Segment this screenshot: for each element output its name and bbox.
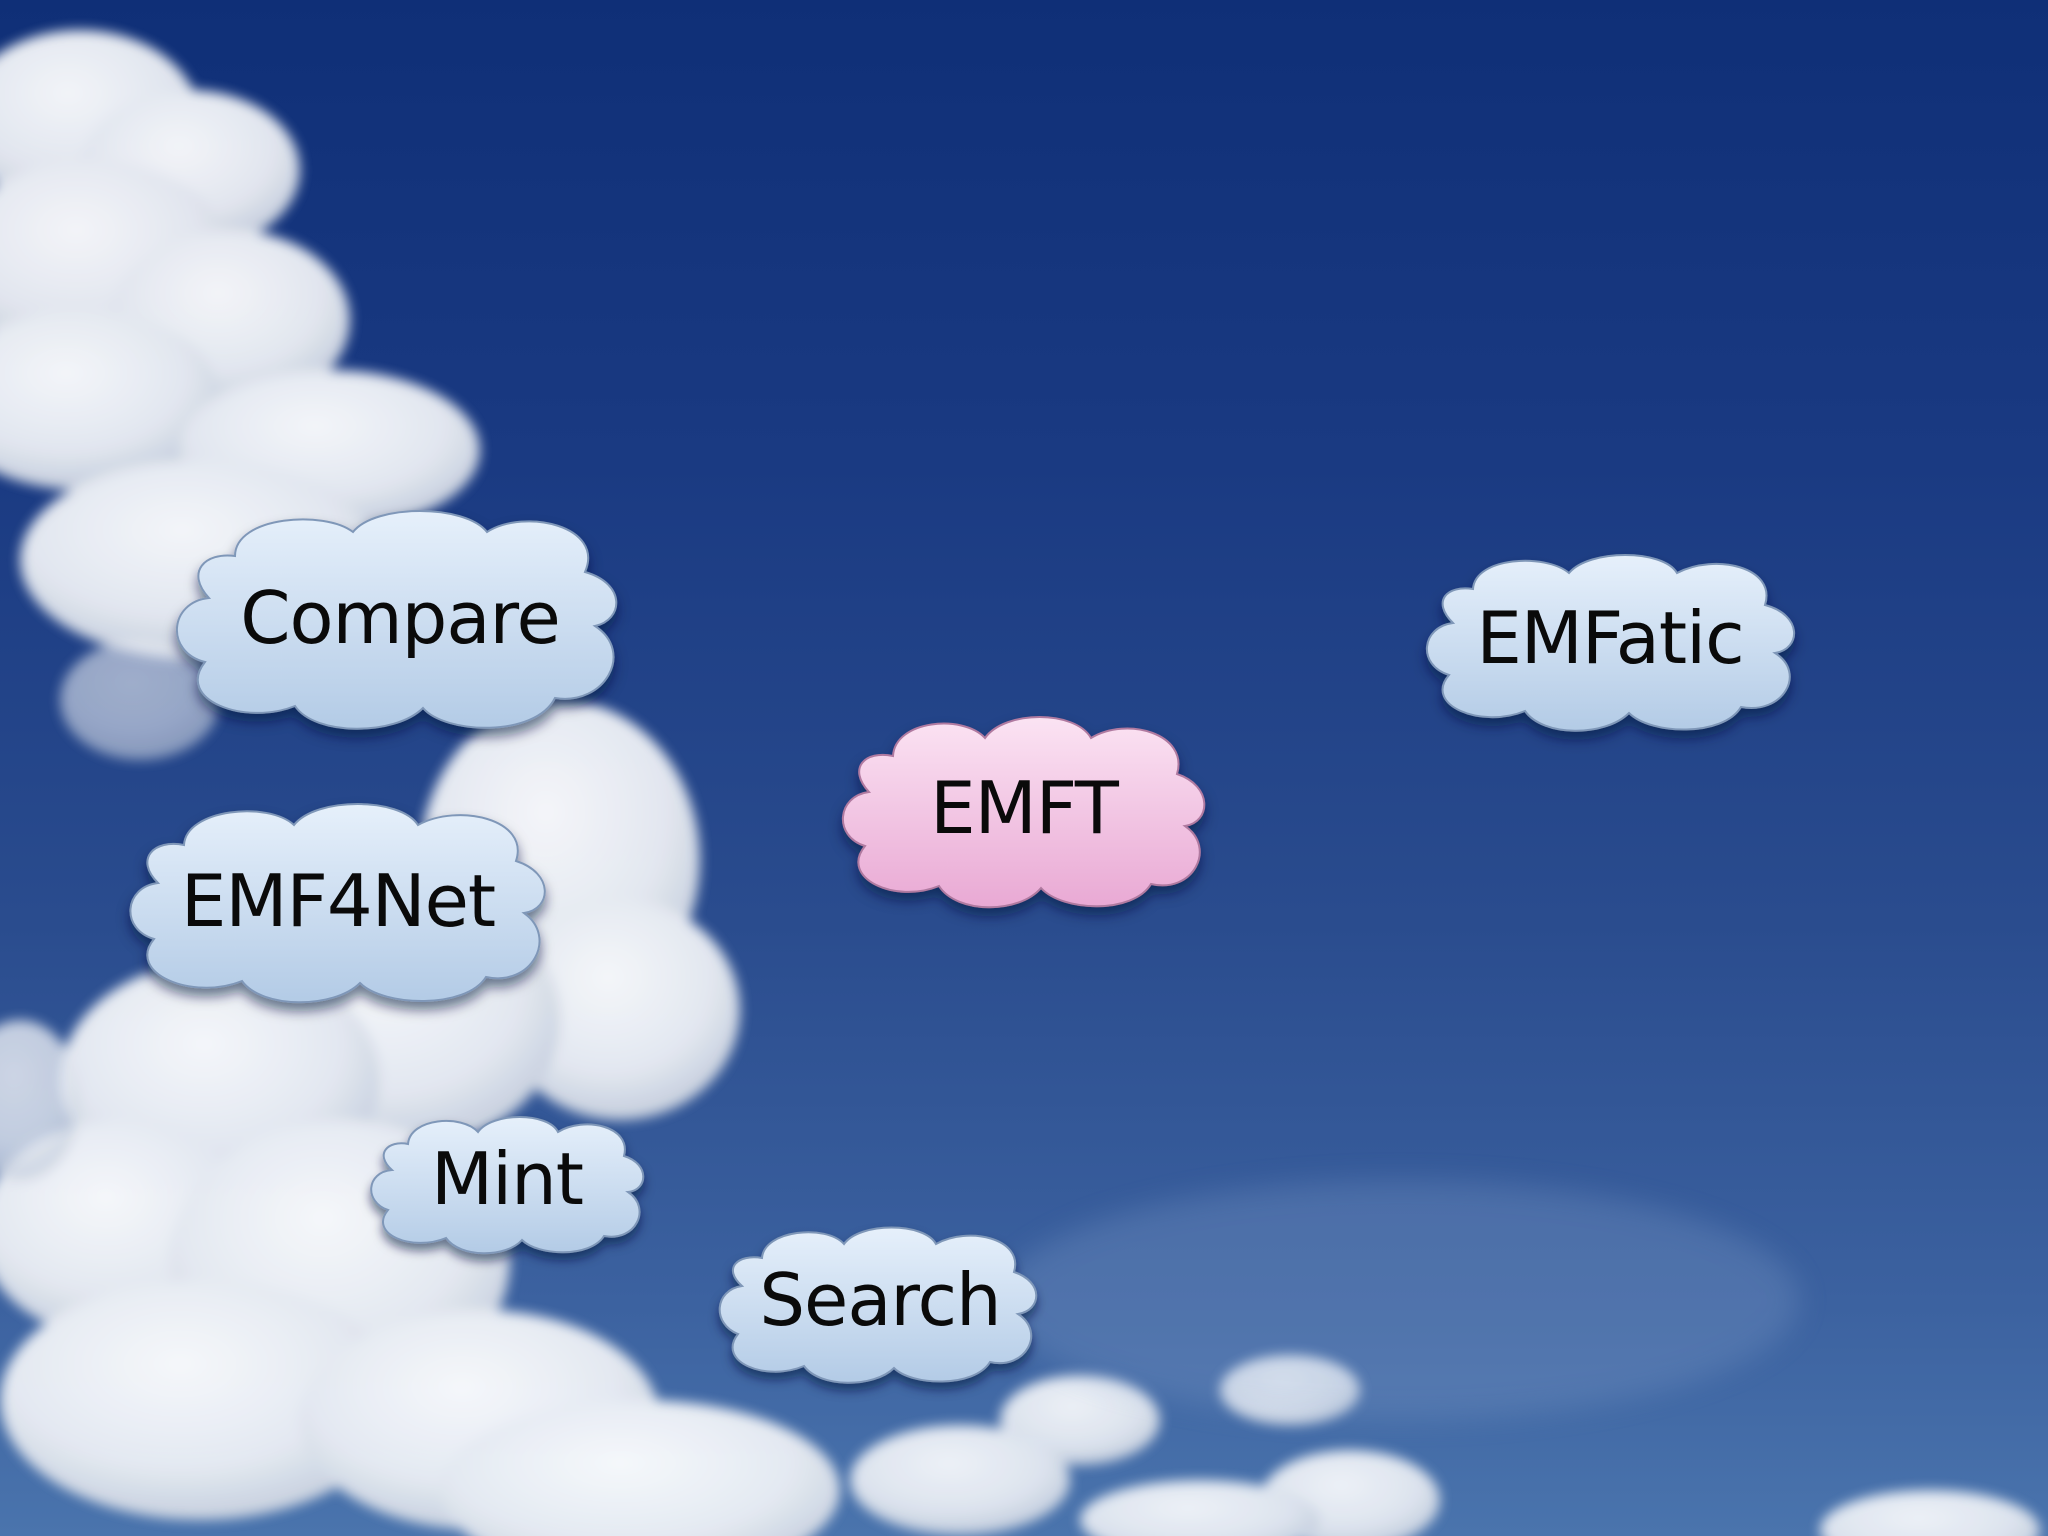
cloud-shape-icon xyxy=(1425,554,1795,732)
cloud-shape-icon xyxy=(370,1116,645,1255)
compare-cloud[interactable]: Compare xyxy=(165,502,635,734)
emft-label: EMFT xyxy=(930,766,1119,850)
cloud-shape-icon xyxy=(841,716,1206,909)
cloud-shape-icon xyxy=(176,510,618,730)
mint-label: Mint xyxy=(431,1137,584,1221)
emfatic-cloud[interactable]: EMFatic xyxy=(1415,545,1805,732)
emf4net-cloud[interactable]: EMF4Net xyxy=(118,795,558,1007)
mint-cloud[interactable]: Mint xyxy=(362,1110,652,1255)
compare-label: Compare xyxy=(240,576,561,660)
emf4net-label: EMF4Net xyxy=(180,859,496,943)
cloud-shape-icon xyxy=(718,1226,1038,1384)
search-cloud[interactable]: Search xyxy=(710,1220,1050,1384)
cloud-shape-icon xyxy=(129,803,546,1004)
emft-cloud[interactable]: EMFT xyxy=(833,708,1215,909)
emfatic-label: EMFatic xyxy=(1476,596,1744,680)
search-label: Search xyxy=(759,1258,1001,1342)
